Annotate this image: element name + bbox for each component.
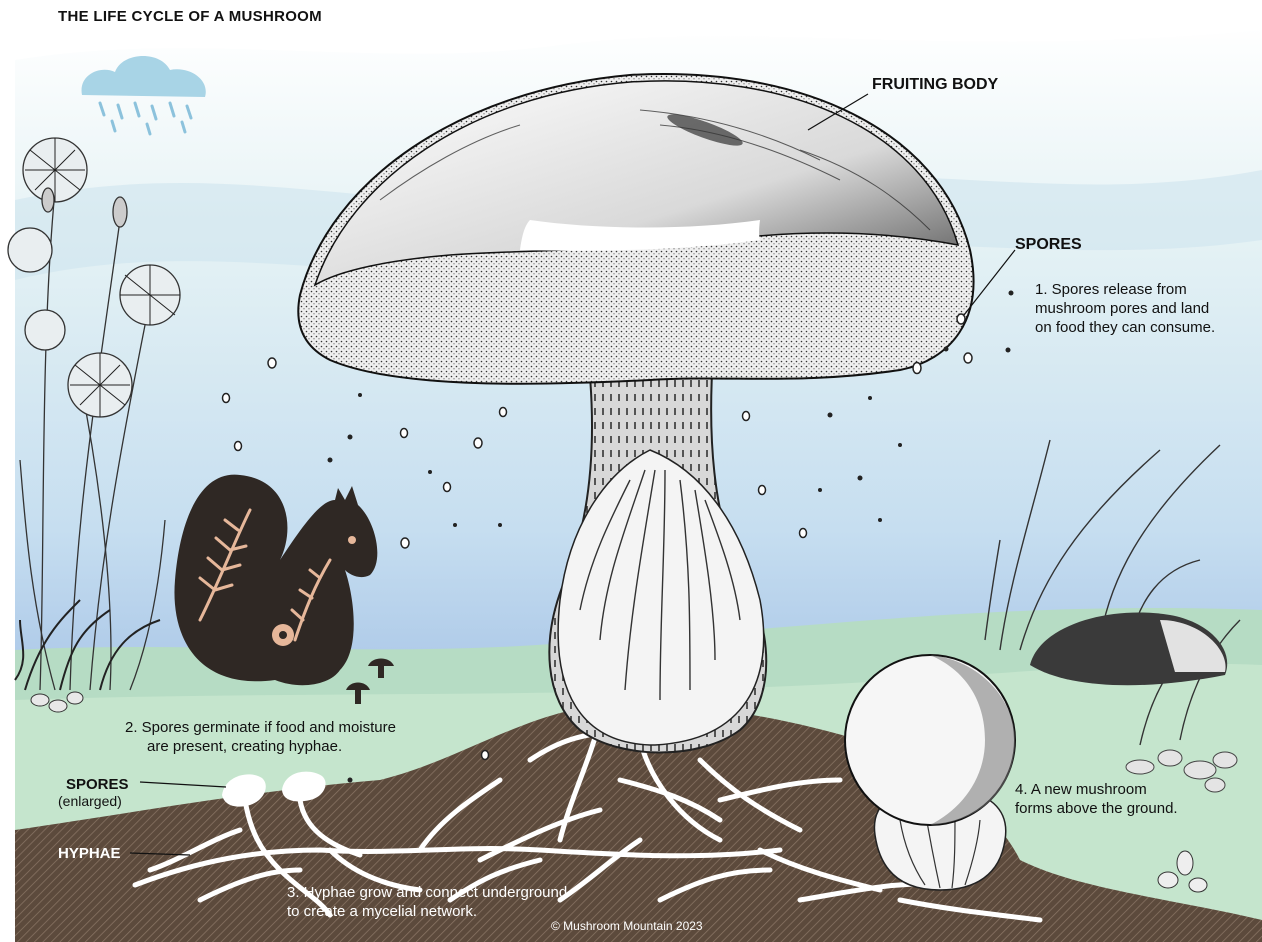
hyphae-label: HYPHAE [58, 845, 121, 862]
step-4-text: 4. A new mushroom forms above the ground… [1015, 780, 1178, 818]
step-3-line-2: to create a mycelial network. [287, 902, 567, 921]
step-2-line-1: 2. Spores germinate if food and moisture [125, 718, 396, 737]
step-3-text: 3. Hyphae grow and connect underground t… [287, 883, 567, 921]
step-3-line-1: 3. Hyphae grow and connect underground [287, 883, 567, 902]
copyright-credit: © Mushroom Mountain 2023 [551, 919, 703, 933]
step-1-line-2: mushroom pores and land [1035, 299, 1215, 318]
enlarged-label: (enlarged) [58, 793, 122, 809]
spores-label: SPORES [1015, 236, 1082, 254]
step-1-line-3: on food they can consume. [1035, 318, 1215, 337]
squirrel-icon [174, 475, 377, 686]
step-1-text: 1. Spores release from mushroom pores an… [1035, 280, 1215, 337]
spores-enlarged-label: SPORES [66, 776, 129, 793]
fruiting-body-label: FRUITING BODY [872, 76, 998, 94]
step-4-line-2: forms above the ground. [1015, 799, 1178, 818]
step-2-line-2: are present, creating hyphae. [125, 737, 396, 756]
step-4-line-1: 4. A new mushroom [1015, 780, 1178, 799]
page-title: THE LIFE CYCLE OF A MUSHROOM [58, 8, 322, 25]
step-2-text: 2. Spores germinate if food and moisture… [125, 718, 396, 756]
step-1-line-1: 1. Spores release from [1035, 280, 1215, 299]
